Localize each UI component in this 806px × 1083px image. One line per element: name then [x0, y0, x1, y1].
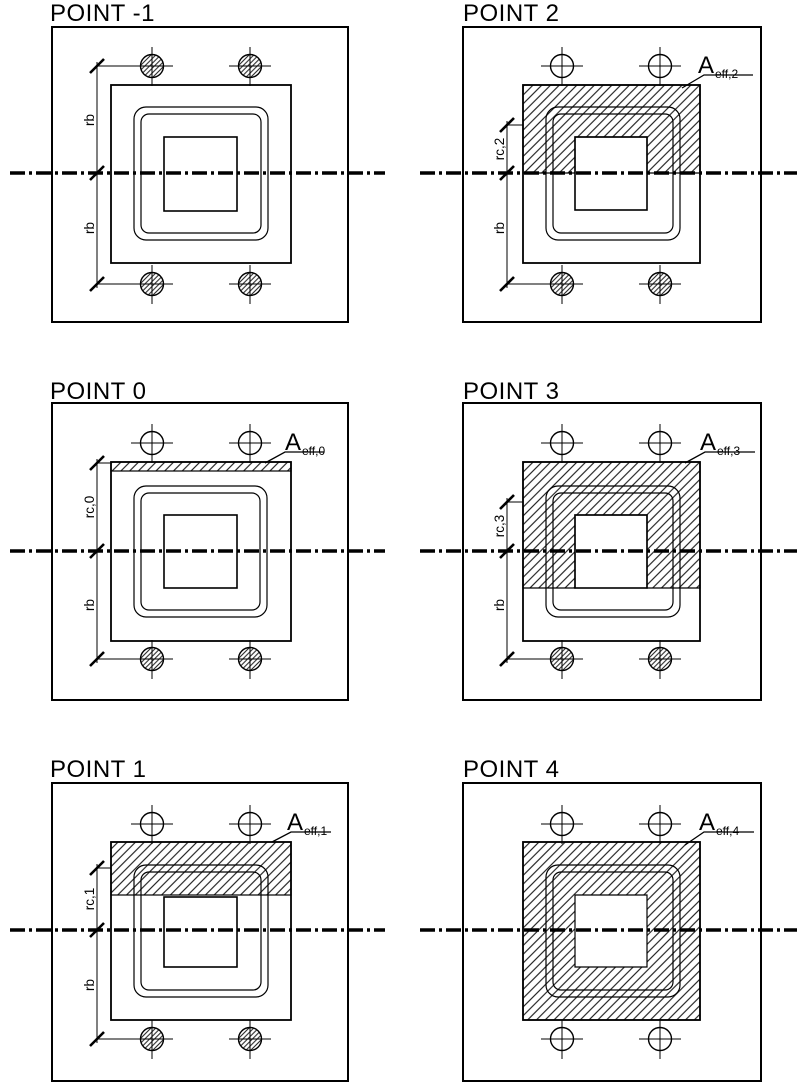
dimension-label-rb: rb [82, 114, 97, 126]
panel-title: POINT -1 [50, 0, 155, 27]
dimension-label-rc: rc,0 [82, 496, 97, 519]
dimension-label-rb: rb [82, 599, 97, 611]
dimension-label-rb: rb [82, 222, 97, 234]
leader-line [271, 831, 331, 843]
area-label-subscript: eff,3 [717, 444, 740, 458]
anchor-bolt-tension [638, 639, 682, 680]
anchor-bolt [638, 46, 682, 87]
area-label-subscript: eff,1 [304, 824, 327, 838]
dimension-label-rc: rc,3 [492, 515, 507, 538]
anchor-bolt [540, 46, 584, 87]
area-label-subscript: eff,2 [715, 67, 738, 81]
area-label-subscript: eff,0 [302, 444, 325, 458]
dimension-label-rb: rb [492, 222, 507, 234]
foundation-outline [51, 782, 349, 1082]
anchor-bolt [228, 804, 272, 845]
leader-line [684, 451, 755, 464]
effective-area-hatch [110, 461, 292, 472]
anchor-bolt-tension [638, 264, 682, 305]
area-label: A [285, 429, 301, 456]
anchor-bolt-tension [228, 639, 272, 680]
panel-point-0: POINT 0 rc,0 rb A eff,0 [10, 378, 385, 701]
anchor-bolt [540, 1019, 584, 1060]
panel-title: POINT 4 [463, 756, 559, 783]
anchor-bolt-tension [228, 46, 272, 87]
anchor-bolt [638, 804, 682, 845]
panel-point-1: POINT 1 rc,1 rb A eff,1 [10, 756, 385, 1082]
panel-title: POINT 3 [463, 378, 559, 405]
foundation-outline [462, 782, 762, 1082]
dimension-label-rc: rc,2 [492, 138, 507, 161]
anchor-bolt [130, 804, 174, 845]
area-label: A [700, 429, 716, 456]
panel-point-3: POINT 3 rc,3 rb A eff,3 [420, 378, 797, 701]
area-label: A [699, 809, 715, 836]
dimension-label-rb: rb [492, 599, 507, 611]
dimension-label-rc: rc,1 [82, 888, 97, 911]
anchor-bolt [130, 423, 174, 464]
anchor-bolt-tension [228, 1019, 272, 1060]
panel-title: POINT 2 [463, 0, 559, 27]
area-label-subscript: eff,4 [716, 824, 739, 838]
panel-point-minus-1: POINT -1 rb rb [10, 0, 385, 323]
dimension-label-rb: rb [82, 979, 97, 991]
anchor-bolt [638, 1019, 682, 1060]
panel-point-2: POINT 2 rc,2 rb A eff,2 [420, 0, 797, 323]
area-label: A [698, 52, 714, 79]
area-label: A [287, 809, 303, 836]
anchor-bolt [540, 423, 584, 464]
leader-line [264, 451, 324, 464]
anchor-bolt-tension [228, 264, 272, 305]
anchor-bolt [638, 423, 682, 464]
panel-point-4: POINT 4 A eff,4 [420, 756, 797, 1082]
leader-line [684, 831, 754, 846]
leader-line [681, 74, 753, 89]
panel-title: POINT 1 [50, 756, 146, 783]
plate-opening [163, 896, 238, 968]
anchor-bolt [228, 423, 272, 464]
panel-title: POINT 0 [50, 378, 146, 405]
anchor-bolt [540, 804, 584, 845]
